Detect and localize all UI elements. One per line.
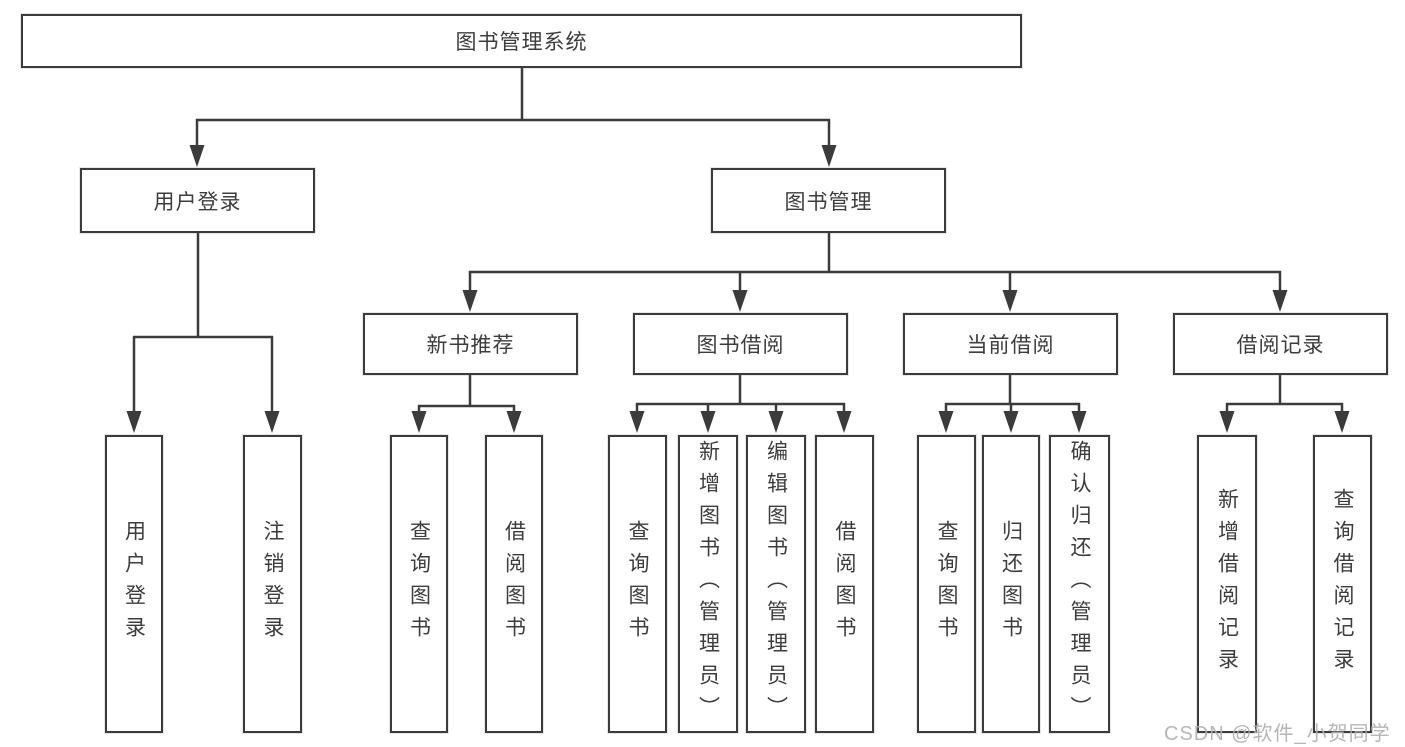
node-user-login: 用户登录: [80, 168, 315, 233]
node-book-management-system: 图书管理系统: [21, 14, 1022, 68]
leaf-query-books-current-label: 查询图书: [935, 520, 958, 648]
leaf-user-login-label: 用户登录: [122, 520, 146, 648]
leaf-add-books-admin-label: 新增图书（管理员）: [696, 440, 720, 728]
csdn-watermark: CSDN @软件_小贺同学: [1164, 723, 1391, 745]
leaf-return-books-label: 归还图书: [999, 520, 1023, 648]
node-book-borrowing: 图书借阅: [633, 313, 848, 375]
leaf-return-books: 归还图书: [982, 435, 1040, 733]
leaf-user-login: 用户登录: [105, 435, 163, 733]
node-current-borrowing: 当前借阅: [903, 313, 1118, 375]
node-borrowing-records: 借阅记录: [1173, 313, 1388, 375]
leaf-query-borrow-record-label: 查询借阅记录: [1331, 488, 1354, 680]
leaf-query-books-recommend: 查询图书: [390, 435, 448, 733]
leaf-edit-books-admin-label: 编辑图书（管理员）: [764, 440, 788, 728]
leaf-query-borrow-record: 查询借阅记录: [1313, 435, 1372, 733]
leaf-borrow-books-borrowing: 借阅图书: [815, 435, 874, 733]
leaf-add-books-admin: 新增图书（管理员）: [678, 435, 738, 733]
leaf-add-borrow-record-label: 新增借阅记录: [1215, 488, 1239, 680]
leaf-edit-books-admin: 编辑图书（管理员）: [746, 435, 806, 733]
leaf-query-books-current: 查询图书: [917, 435, 976, 733]
leaf-borrow-books-recommend-label: 借阅图书: [502, 520, 526, 648]
leaf-borrow-books-recommend: 借阅图书: [485, 435, 543, 733]
leaf-confirm-return-admin: 确认归还（管理员）: [1049, 435, 1110, 733]
leaf-borrow-books-borrowing-label: 借阅图书: [833, 520, 856, 648]
leaf-confirm-return-admin-label: 确认归还（管理员）: [1068, 440, 1091, 728]
node-new-book-recommend: 新书推荐: [363, 313, 578, 375]
leaf-query-books-borrowing-label: 查询图书: [626, 520, 649, 648]
leaf-logout-login: 注销登录: [243, 435, 302, 733]
leaf-logout-login-label: 注销登录: [261, 520, 284, 648]
leaf-query-books-recommend-label: 查询图书: [407, 520, 431, 648]
leaf-query-books-borrowing: 查询图书: [608, 435, 667, 733]
node-book-management: 图书管理: [711, 168, 946, 233]
leaf-add-borrow-record: 新增借阅记录: [1197, 435, 1257, 733]
